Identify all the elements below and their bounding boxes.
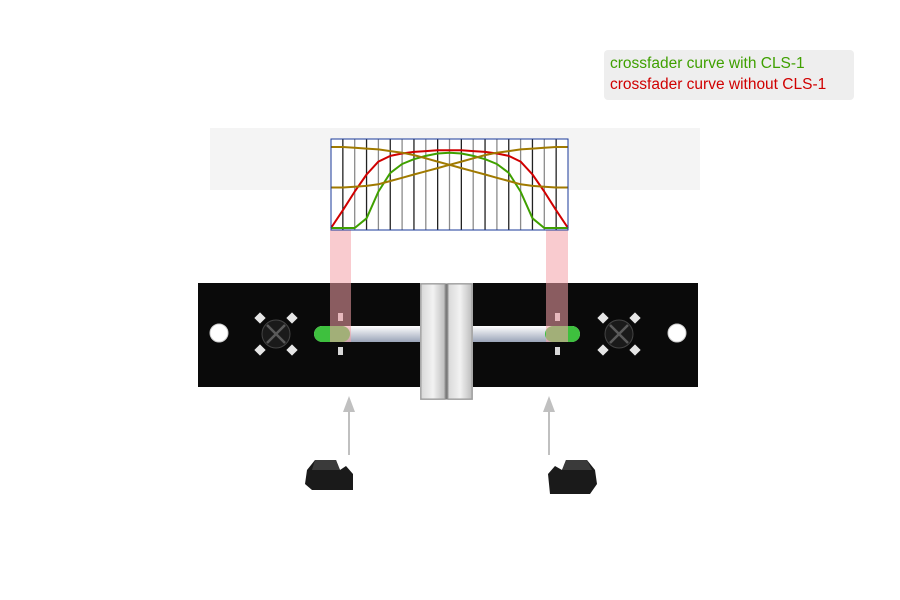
mounting-hole-icon <box>667 323 687 343</box>
stopper-right <box>548 460 597 494</box>
highlight-left <box>330 230 351 342</box>
graph-frame <box>330 138 569 231</box>
track-tick <box>555 347 560 355</box>
highlight-right <box>546 230 568 342</box>
legend-with-cls1: crossfader curve with CLS-1 <box>610 55 805 72</box>
legend-without-cls1: crossfader curve without CLS-1 <box>610 76 827 93</box>
graph-curves <box>330 146 569 229</box>
legend: crossfader curve with CLS-1 crossfader c… <box>604 50 854 100</box>
curve-series-3 <box>331 146 568 189</box>
curve-graph <box>330 138 569 231</box>
up-arrow-icon <box>343 396 355 455</box>
stopper-left <box>305 460 353 490</box>
track-tick <box>338 347 343 355</box>
curve-series-0 <box>330 149 569 229</box>
up-arrow-icon <box>543 396 555 455</box>
curve-series-1 <box>331 151 568 229</box>
fader-knob[interactable] <box>420 283 473 400</box>
mounting-hole-icon <box>209 323 229 343</box>
